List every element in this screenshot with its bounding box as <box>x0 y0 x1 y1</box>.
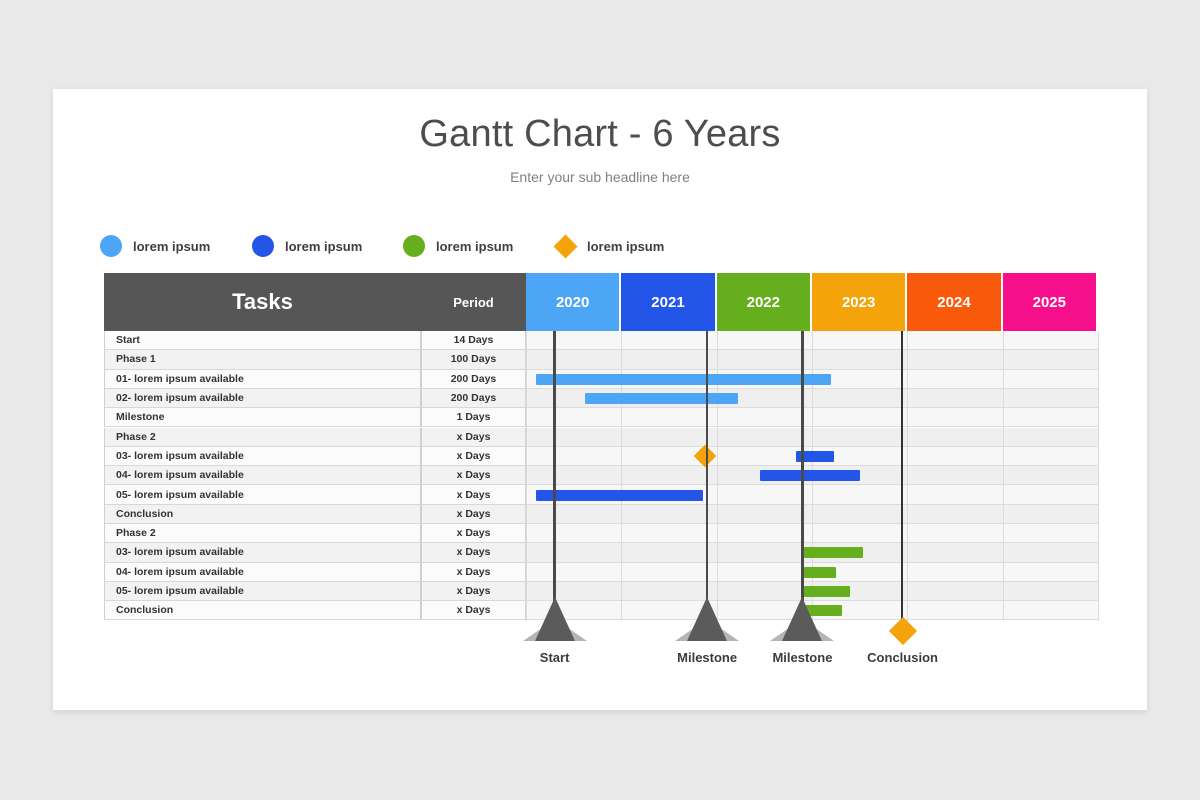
legend-label: lorem ipsum <box>285 238 363 254</box>
legend-label: lorem ipsum <box>587 238 665 254</box>
milestone-label: Conclusion <box>867 649 938 665</box>
legend: lorem ipsum lorem ipsum lorem ipsum lorem i… <box>100 231 1100 261</box>
period-cell[interactable]: x Days <box>421 485 526 505</box>
legend-label: lorem ipsum <box>436 238 514 254</box>
milestone-label: Milestone <box>677 649 738 665</box>
grid-column-divider <box>1098 331 1099 621</box>
column-header-year-2020[interactable]: 2020 <box>526 273 620 331</box>
grid-column-divider <box>907 331 909 621</box>
legend-circle-icon <box>403 235 425 257</box>
milestone-label: Start <box>539 649 570 665</box>
gantt-bar[interactable] <box>585 393 738 405</box>
task-cell[interactable]: Phase 1 <box>104 350 421 370</box>
legend-label: lorem ipsum <box>133 238 211 254</box>
period-cell[interactable]: 1 Days <box>421 408 526 428</box>
task-cell[interactable]: Milestone <box>104 408 421 428</box>
legend-item-4[interactable]: lorem ipsum <box>553 231 665 261</box>
gantt-bar[interactable] <box>804 547 863 559</box>
period-cell[interactable]: 200 Days <box>421 369 526 389</box>
column-header-tasks[interactable]: Tasks <box>104 273 421 331</box>
period-cell[interactable]: 14 Days <box>421 331 526 351</box>
legend-item-2[interactable]: lorem ipsum <box>252 231 362 261</box>
grid-column-divider <box>716 331 718 621</box>
task-cell[interactable]: 05- lorem ipsum available <box>104 581 421 602</box>
task-cell[interactable]: 01- lorem ipsum available <box>104 369 421 389</box>
task-cell[interactable]: 03- lorem ipsum available <box>104 446 421 467</box>
task-cell[interactable]: Conclusion <box>104 601 421 621</box>
task-cell[interactable]: 04- lorem ipsum available <box>104 562 421 582</box>
milestone-guide-line <box>901 331 903 631</box>
period-cell[interactable]: x Days <box>421 562 526 582</box>
legend-diamond-icon <box>553 233 578 259</box>
period-cell[interactable]: 100 Days <box>421 350 526 370</box>
slide-canvas: Gantt Chart - 6 Years Enter your sub hea… <box>53 89 1147 710</box>
task-cell[interactable]: Start <box>104 331 421 351</box>
milestone-guide-line <box>553 331 556 631</box>
period-cell[interactable]: x Days <box>421 427 526 447</box>
gantt-bar[interactable] <box>759 470 860 482</box>
gantt-bar[interactable] <box>804 586 851 598</box>
gantt-bar[interactable] <box>536 489 704 501</box>
legend-circle-icon <box>100 235 122 257</box>
page-title: Gantt Chart - 6 Years <box>419 113 781 155</box>
period-cell[interactable]: x Days <box>421 601 526 621</box>
period-cell[interactable]: x Days <box>421 466 526 486</box>
column-header-period[interactable]: Period <box>421 273 526 331</box>
column-header-year-2025[interactable]: 2025 <box>1002 273 1096 331</box>
period-cell[interactable]: x Days <box>421 504 526 524</box>
period-cell[interactable]: x Days <box>421 543 526 563</box>
gantt-bar[interactable] <box>804 605 843 617</box>
legend-item-1[interactable]: lorem ipsum <box>100 231 210 261</box>
task-cell[interactable]: 02- lorem ipsum available <box>104 388 421 409</box>
page-subtitle: Enter your sub headline here <box>510 169 690 185</box>
task-cell[interactable]: Conclusion <box>104 504 421 524</box>
legend-item-3[interactable]: lorem ipsum <box>403 231 513 261</box>
milestone-guide-line <box>705 331 709 631</box>
task-cell[interactable]: 03- lorem ipsum available <box>104 543 421 563</box>
column-header-year-2022[interactable]: 2022 <box>716 273 810 331</box>
grid-column-divider <box>526 331 527 621</box>
column-header-year-2024[interactable]: 2024 <box>907 273 1001 331</box>
grid-column-divider <box>621 331 623 621</box>
period-cell[interactable]: x Days <box>421 524 526 544</box>
grid-column-divider <box>1002 331 1004 621</box>
gantt-bar[interactable] <box>795 450 834 462</box>
milestone-guide-line <box>801 331 804 631</box>
task-cell[interactable]: 05- lorem ipsum available <box>104 485 421 505</box>
period-cell[interactable]: x Days <box>421 581 526 602</box>
gantt-bar[interactable] <box>804 566 836 578</box>
task-cell[interactable]: Phase 2 <box>104 524 421 544</box>
task-cell[interactable]: 04- lorem ipsum available <box>104 466 421 486</box>
period-cell[interactable]: 200 Days <box>421 388 526 409</box>
legend-circle-icon <box>252 235 274 257</box>
column-header-year-2021[interactable]: 2021 <box>621 273 715 331</box>
period-cell[interactable]: x Days <box>421 446 526 467</box>
task-cell[interactable]: Phase 2 <box>104 427 421 447</box>
milestone-label: Milestone <box>772 649 833 665</box>
gantt-bar[interactable] <box>536 373 832 385</box>
column-header-year-2023[interactable]: 2023 <box>812 273 906 331</box>
